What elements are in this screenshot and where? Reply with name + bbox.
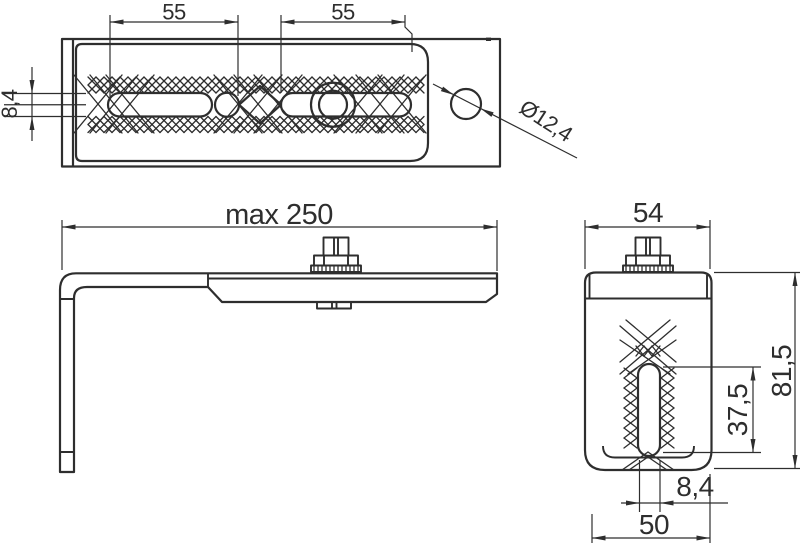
dim-54: 54: [584, 197, 711, 269]
front-view-leg-joint-lines: [60, 298, 74, 453]
top-view: [60, 37, 502, 168]
dim-diameter-label: Ø12,4: [515, 95, 577, 147]
top-view-diamond-recess: [237, 84, 283, 125]
side-view-slot: [636, 362, 662, 458]
top-view-knurl-pattern: [73, 74, 427, 134]
top-view-end-hole: [449, 87, 483, 121]
dim-50: 50: [591, 474, 711, 543]
dim-37-5: 37,5: [663, 366, 761, 454]
dim-55-left: 55: [109, 0, 239, 100]
dim-54-label: 54: [633, 197, 663, 228]
top-view-center-hole-inner: [317, 89, 349, 120]
dim-8-4-side: 8,4: [621, 460, 728, 512]
side-view-dimensions: 54 81,5 37,5 8,4 50: [29, 19, 800, 543]
top-view-slot-right: [279, 91, 413, 118]
dim-8-4-top: 8,4: [0, 67, 86, 141]
side-view-body-outline: [583, 271, 713, 472]
dim-max-250-label: max 250: [225, 199, 333, 231]
top-view-body-outline: [74, 42, 430, 163]
front-view-dimensions: max 250: [61, 199, 498, 271]
top-view-edge-mark: [486, 37, 491, 41]
side-view-stud: [622, 236, 674, 273]
side-view: [583, 236, 713, 472]
top-view-small-hole: [213, 91, 241, 118]
top-view-dimensions: 55 55 8,4 Ø12,4: [0, 0, 578, 159]
dim-37-5-label: 37,5: [722, 384, 753, 437]
side-view-knurl-pattern: [619, 319, 677, 471]
dim-8-4-top-label: 8,4: [0, 89, 22, 118]
dim-55-left-label: 55: [162, 0, 186, 25]
front-view-outline: [58, 272, 499, 474]
side-view-wall-lines: [588, 275, 708, 299]
front-view-body-inner-line: [207, 273, 497, 287]
dim-diameter-12-4: Ø12,4: [432, 83, 578, 159]
front-view-stud: [310, 236, 362, 273]
dim-81-5-label: 81,5: [766, 345, 797, 398]
dim-50-label: 50: [639, 509, 669, 540]
dim-8-4-side-label: 8,4: [676, 471, 713, 502]
dim-max-250: max 250: [61, 199, 498, 271]
dim-55-right-label: 55: [331, 0, 355, 25]
dim-81-5: 81,5: [714, 271, 800, 470]
dimension-arrows: [29, 19, 798, 541]
front-view-bottom-tab: [316, 301, 352, 310]
dim-55-right: 55: [280, 0, 413, 93]
front-view-tab-marks: [331, 302, 338, 309]
front-view: [58, 236, 499, 474]
